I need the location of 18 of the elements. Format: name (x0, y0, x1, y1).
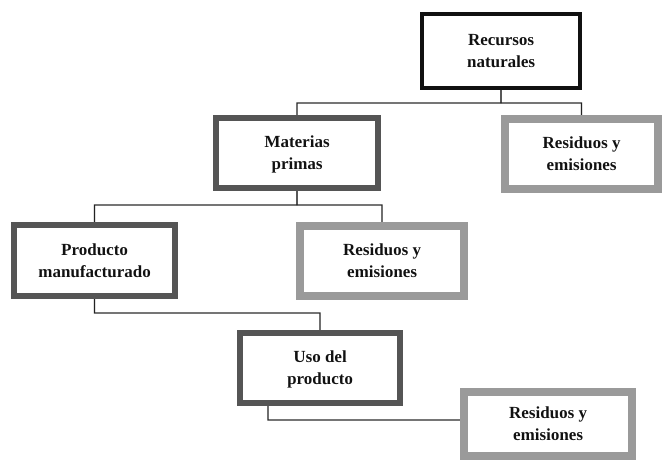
connector-line (500, 90, 582, 115)
process-box (460, 388, 636, 460)
process-box (420, 12, 582, 90)
process-box (501, 115, 662, 193)
connector-line (267, 406, 460, 421)
box-label: Producto manufacturado (37, 238, 152, 282)
process-box (296, 222, 468, 300)
box-label: Materias primas (263, 131, 331, 175)
box-label: Residuos y emisiones (508, 402, 588, 446)
process-box (237, 330, 403, 406)
connector-line (94, 299, 321, 330)
box-label: Recursos naturales (466, 29, 536, 73)
process-box (11, 222, 178, 299)
connector-line (296, 191, 383, 222)
box-label: Residuos y emisiones (342, 239, 422, 283)
box-label: Residuos y emisiones (542, 132, 622, 176)
box-label: Uso del producto (286, 346, 354, 390)
process-box (213, 115, 381, 191)
